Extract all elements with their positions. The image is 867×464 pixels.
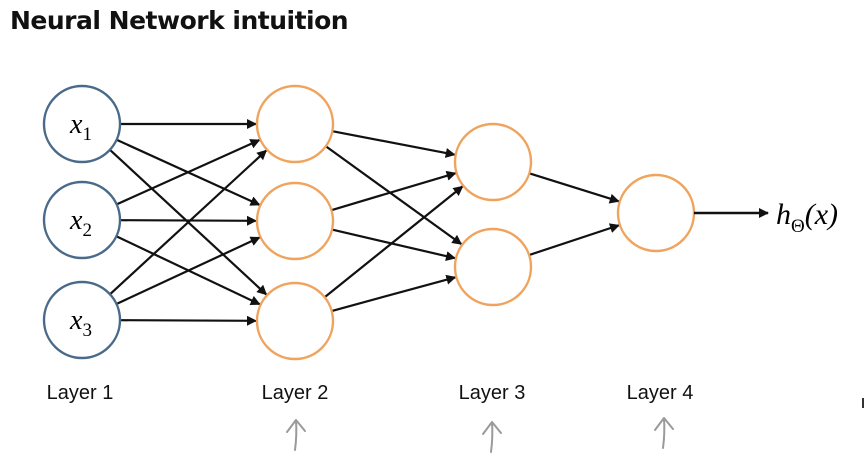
- input-node-label-1: x1: [69, 109, 92, 145]
- connection-l1n3-l2n3: [119, 315, 258, 326]
- output-label: hΘ(x): [776, 198, 838, 237]
- connection-l3n1-l4n1: [528, 172, 620, 204]
- input-node-3: [42, 280, 122, 360]
- connection-l2n2-l3n1: [331, 170, 457, 212]
- output-function: h: [776, 198, 791, 231]
- input-subscript: 3: [82, 320, 92, 341]
- input-variable: x: [69, 109, 83, 140]
- corner-mark: [862, 398, 864, 408]
- connection-l1n2-l2n1: [116, 139, 261, 206]
- layer-label-2: Layer 2: [261, 382, 329, 404]
- neuron-l2-1: [255, 84, 335, 164]
- input-node-label-2: x2: [69, 205, 92, 241]
- connection-l2n3-l3n1: [323, 185, 464, 299]
- neuron-l2-2: [255, 181, 335, 261]
- slide-title: Neural Network intuition: [10, 6, 349, 35]
- pen-arrow-2: [286, 419, 306, 451]
- input-subscript: 2: [82, 220, 92, 241]
- neuron-l4-1: [616, 173, 696, 253]
- output-subscript: Θ: [791, 216, 805, 237]
- input-node-1: [42, 84, 122, 164]
- connection-l2n2-l3n2: [331, 228, 456, 262]
- pen-arrow-3: [482, 421, 502, 453]
- neuron-l3-2: [453, 227, 533, 307]
- neuron-l2-3: [255, 281, 335, 361]
- connection-l2n1-l3n1: [332, 130, 456, 158]
- handwritten-arrows: [286, 417, 674, 453]
- connection-l1n2-l2n2: [119, 215, 258, 226]
- connection-l3n2-l4n1: [528, 223, 620, 257]
- output-argument: (x): [805, 198, 838, 231]
- connection-l2n1-l3n2: [325, 145, 463, 246]
- input-subscript: 1: [82, 124, 92, 145]
- connections: [109, 119, 620, 326]
- layer-label-4: Layer 4: [626, 382, 694, 404]
- input-node-2: [42, 180, 122, 260]
- layer-label-1: Layer 1: [46, 382, 114, 404]
- input-variable: x: [69, 305, 83, 336]
- input-variable: x: [69, 205, 83, 236]
- neuron-l3-1: [453, 122, 533, 202]
- input-node-label-3: x3: [69, 305, 92, 341]
- connection-l1n3-l2n1: [109, 149, 268, 296]
- connection-l2n3-l3n2: [331, 274, 457, 313]
- connection-l1n3-l2n2: [115, 236, 261, 305]
- pen-arrow-4: [654, 417, 674, 449]
- layer-label-3: Layer 3: [458, 382, 526, 404]
